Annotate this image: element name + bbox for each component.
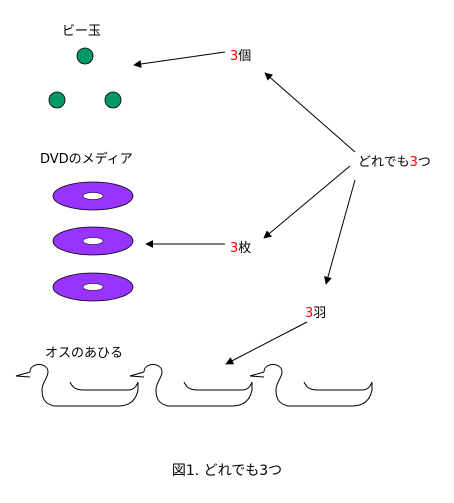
counter-mai-label: 3枚 [230,241,251,256]
duck [15,364,139,407]
ducks-label: オスのあひる [45,346,123,361]
dvds-label: DVDのメディア [40,151,133,167]
counter-ko-label: 3個 [230,49,251,64]
counter-all-label: どれでも3つ [358,155,431,170]
marble [104,91,122,109]
counter-wa-label: 3羽 [305,306,326,321]
arrow-all-to-wa [324,179,356,285]
marbles-label: ビー玉 [62,24,101,39]
dvd-disc [52,226,134,256]
arrow-ko-to-marbles [133,51,226,68]
duck [249,364,373,407]
marble [76,47,94,65]
marbles-group [48,47,122,109]
figure-caption: 図1. どれでも3つ [172,463,282,479]
marble [48,91,66,109]
ducks-group [15,364,373,407]
dvd-disc [52,181,134,211]
arrow-wa-to-ducks [225,321,308,365]
dvds-group [52,181,134,302]
dvd-disc [52,272,134,302]
arrow-all-to-ko [264,72,356,153]
arrow-all-to-mai [263,165,351,239]
duck [129,364,253,407]
